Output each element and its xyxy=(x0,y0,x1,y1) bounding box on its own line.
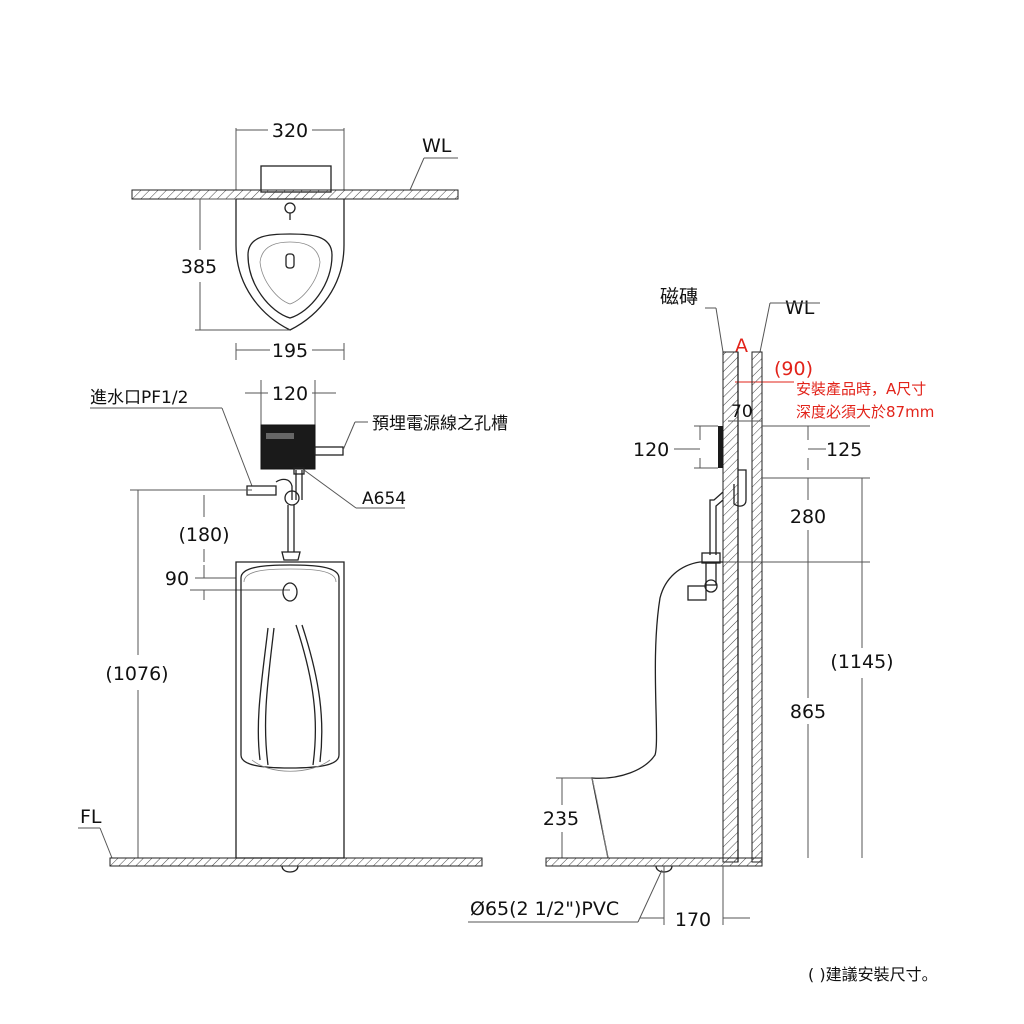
conduit-label: 預埋電源線之孔槽 xyxy=(372,414,508,434)
dim-90: 90 xyxy=(165,568,189,590)
footnote: ( )建議安裝尺寸。 xyxy=(808,965,938,984)
dim-170: 170 xyxy=(675,909,711,931)
top-view: 320 WL 385 xyxy=(131,120,459,331)
front-view: 195 120 進水口PF1/2 預埋電源線之孔槽 A654 xyxy=(78,340,508,873)
dim-235: 235 xyxy=(543,808,579,830)
sensor-side xyxy=(718,426,723,468)
dim-1076: (1076) xyxy=(105,663,168,685)
side-view: 磁磚 WL A (90) 安裝產品時，A尺寸 深度必須大於87mm 70 120 xyxy=(468,286,934,931)
top-wl-label: WL xyxy=(422,135,452,157)
top-wall xyxy=(131,189,459,200)
dim-865: 865 xyxy=(790,701,826,723)
dim-90-red: (90) xyxy=(774,358,813,380)
side-wall xyxy=(751,351,763,863)
dim-125: 125 xyxy=(826,439,862,461)
pipe-label: Ø65(2 1/2")PVC xyxy=(470,898,619,920)
urinal-side-outline xyxy=(591,561,723,859)
red-note-line2: 深度必須大於87mm xyxy=(796,403,934,421)
dim-120-front: 120 xyxy=(272,383,308,405)
front-floor xyxy=(109,857,483,867)
sensor-module xyxy=(260,424,316,470)
tile-layer xyxy=(722,351,739,863)
dim-70: 70 xyxy=(731,402,753,422)
dim-195: 195 xyxy=(272,340,308,362)
model-label: A654 xyxy=(362,489,406,509)
dim-280: 280 xyxy=(790,506,826,528)
inlet-label: 進水口PF1/2 xyxy=(90,388,188,408)
tile-label: 磁磚 xyxy=(660,286,698,308)
dim-180: (180) xyxy=(178,524,229,546)
side-wl-label: WL xyxy=(785,297,815,319)
urinal-front xyxy=(235,561,345,859)
dim-385: 385 xyxy=(181,256,217,278)
fl-label: FL xyxy=(80,806,102,828)
dim-120-side: 120 xyxy=(633,439,669,461)
red-note-line1: 安裝產品時，A尺寸 xyxy=(796,380,926,398)
dim-1145: (1145) xyxy=(830,651,893,673)
side-floor xyxy=(545,857,763,867)
dim-320: 320 xyxy=(272,120,308,142)
